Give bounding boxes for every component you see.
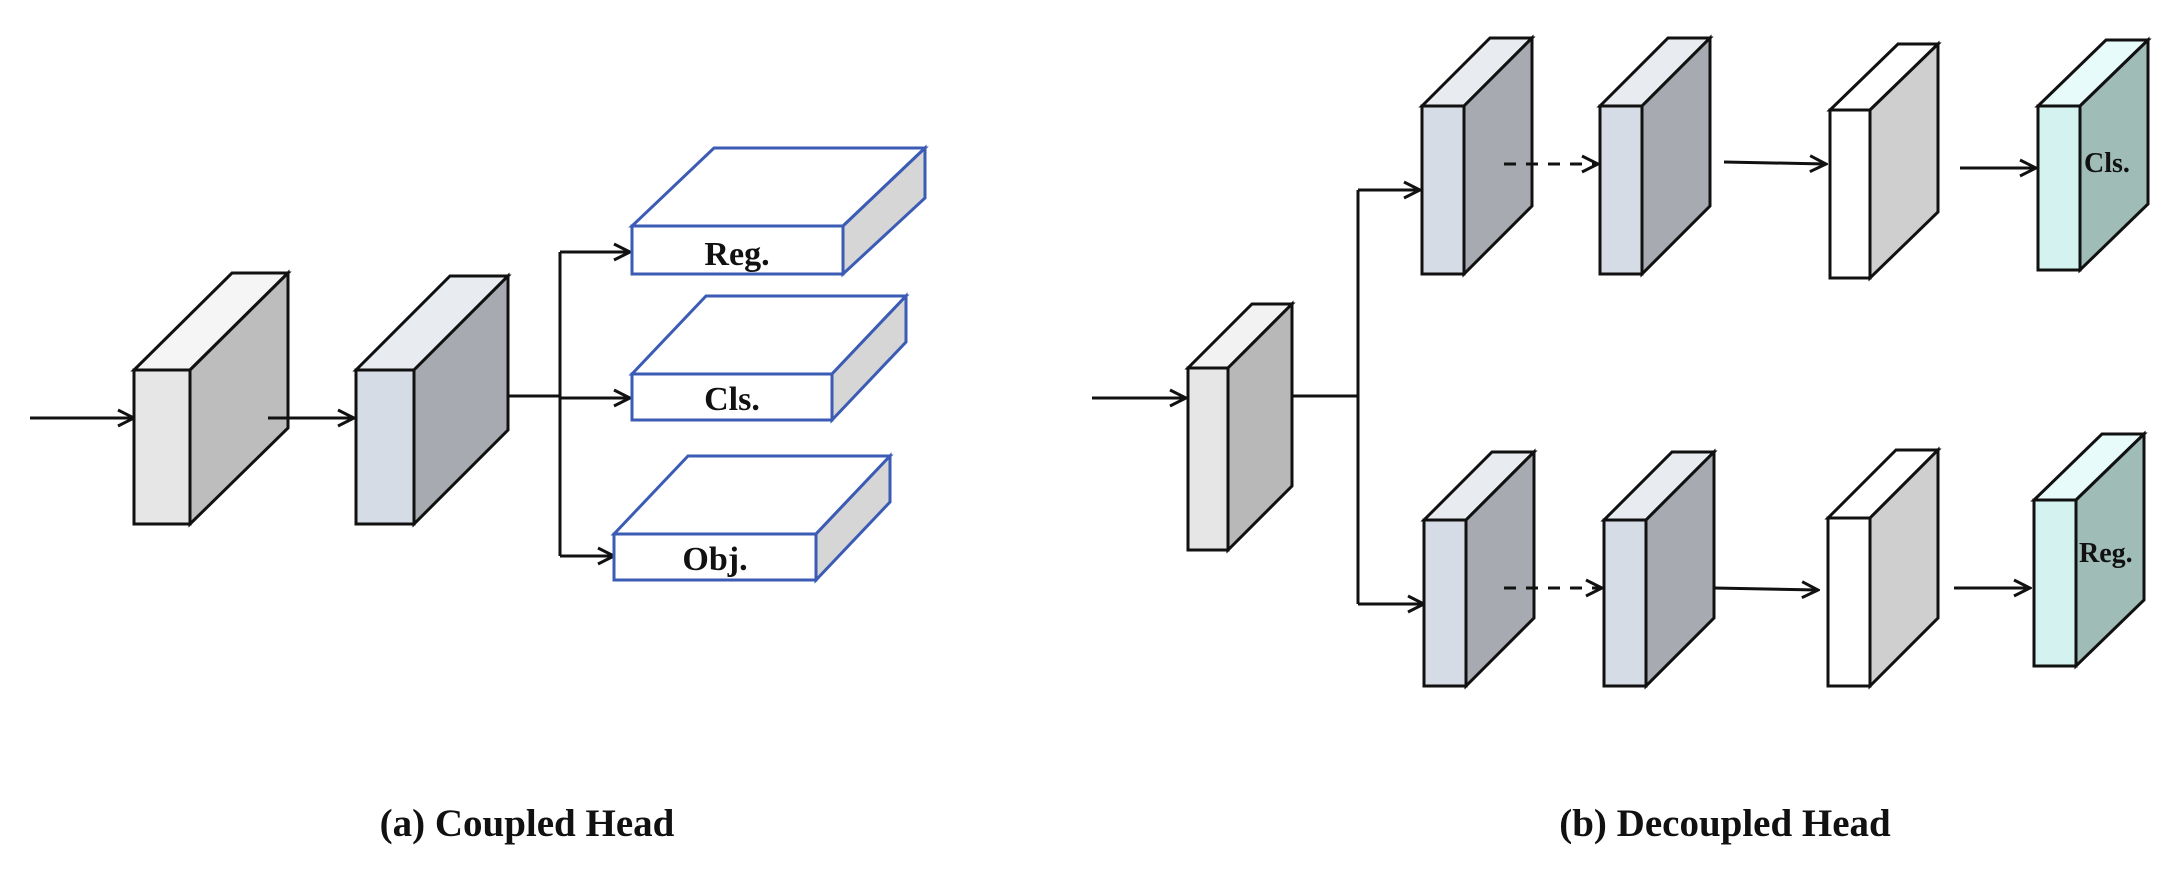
coupled-output-obj: Obj. bbox=[610, 452, 894, 584]
coupled-head-panel: Reg. Cls. Obj. (a) Coupled Head bbox=[30, 144, 929, 845]
reg-conv-block-2 bbox=[1600, 448, 1718, 690]
decoupled-branch-connector bbox=[1292, 190, 1424, 604]
reg-conv-block-1 bbox=[1420, 448, 1538, 690]
cls-output-block: Cls. bbox=[2034, 36, 2152, 274]
coupled-output-cls-label: Cls. bbox=[704, 381, 760, 418]
cls-conv-block-1 bbox=[1418, 34, 1536, 278]
decoupled-head-panel: Cls. bbox=[1092, 34, 2152, 845]
cls-arrow-2 bbox=[1723, 162, 1826, 164]
coupled-head-caption: (a) Coupled Head bbox=[380, 802, 675, 845]
decoupled-reg-branch: Reg. bbox=[1420, 430, 2148, 690]
cls-conv-block-3 bbox=[1826, 40, 1942, 282]
decoupled-stem-block bbox=[1184, 300, 1296, 554]
coupled-output-reg: Reg. bbox=[628, 144, 929, 278]
reg-output-label: Reg. bbox=[2079, 538, 2133, 569]
decoupled-head-caption: (b) Decoupled Head bbox=[1559, 802, 1891, 845]
reg-output-block: Reg. bbox=[2030, 430, 2148, 670]
reg-conv-block-3 bbox=[1824, 446, 1942, 690]
cls-output-label: Cls. bbox=[2084, 148, 2130, 179]
coupled-feature-block-2 bbox=[352, 272, 512, 528]
coupled-output-reg-label: Reg. bbox=[704, 236, 769, 273]
coupled-branch-connector bbox=[508, 252, 630, 556]
decoupled-cls-branch: Cls. bbox=[1418, 34, 2152, 282]
cls-conv-block-2 bbox=[1596, 34, 1714, 278]
coupled-output-cls: Cls. bbox=[628, 292, 910, 424]
coupled-feature-block-1 bbox=[130, 269, 292, 528]
coupled-output-obj-label: Obj. bbox=[682, 541, 747, 578]
reg-arrow-2 bbox=[1713, 588, 1818, 590]
